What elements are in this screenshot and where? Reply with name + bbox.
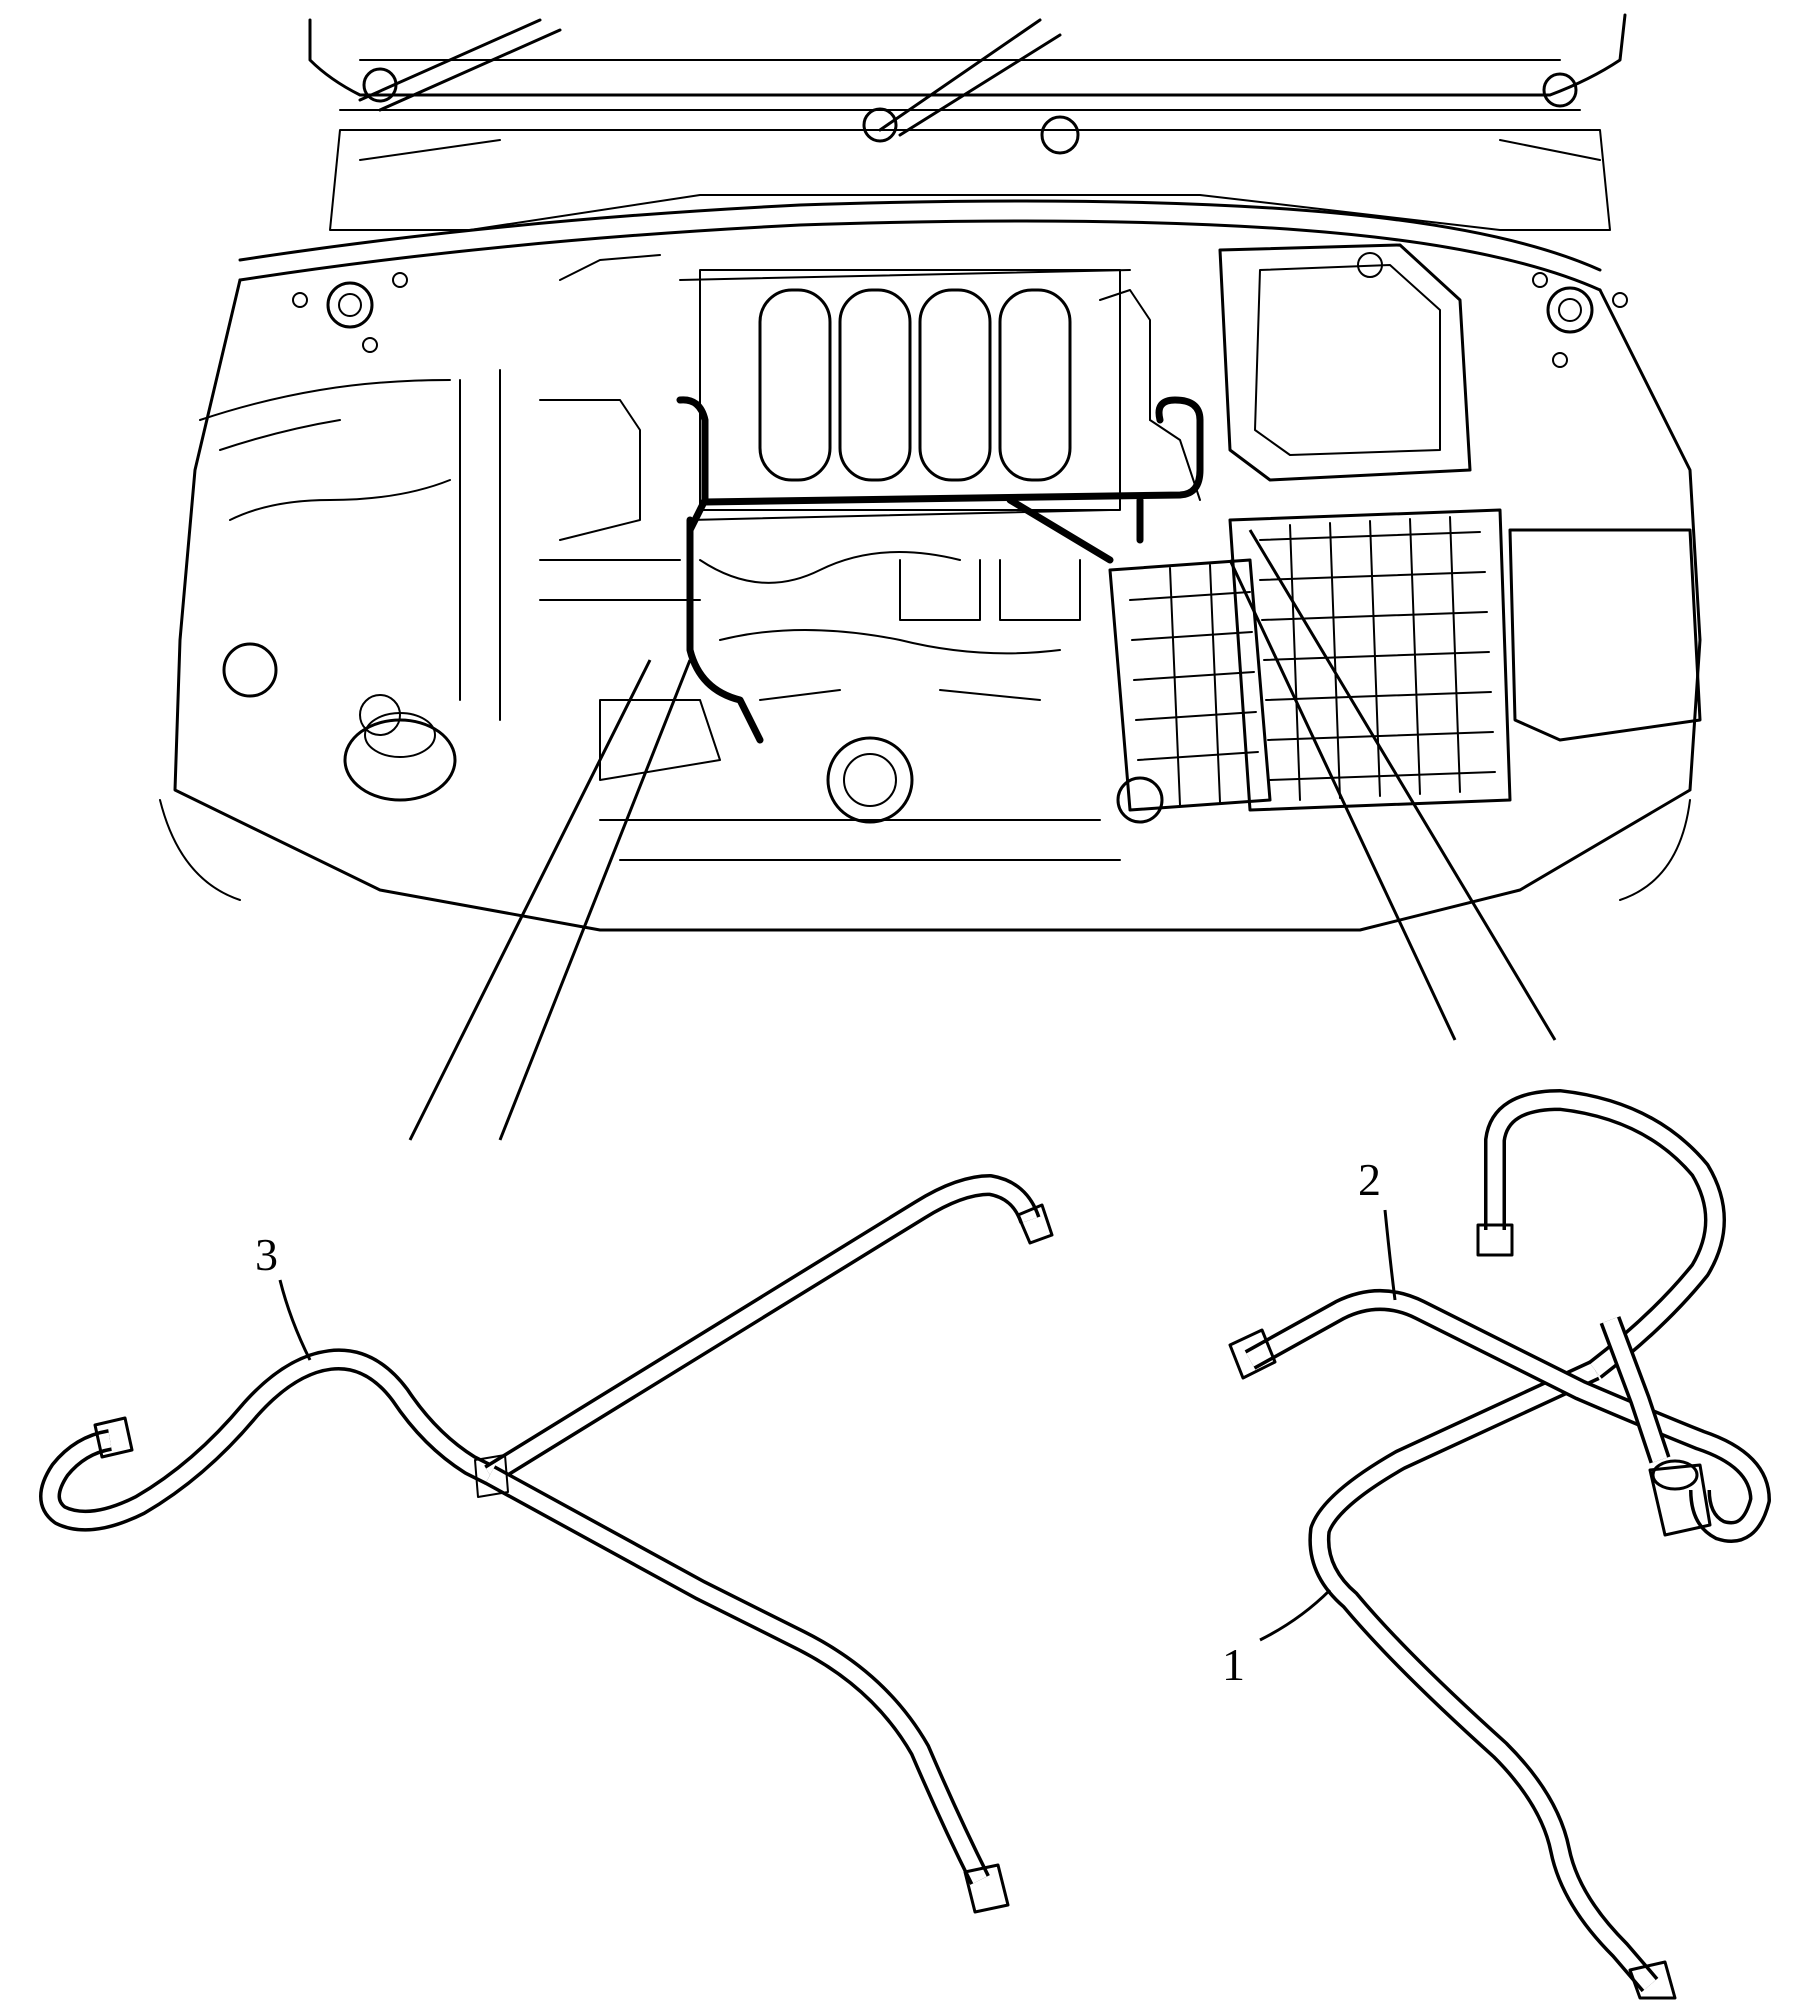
battery [1218, 243, 1472, 482]
svg-text:2: 2 [1358, 1154, 1381, 1205]
hose-part-3 [39, 1174, 1054, 1914]
intake-resonator [1108, 558, 1272, 824]
intake-manifold [679, 269, 1131, 521]
svg-text:3: 3 [255, 1229, 278, 1280]
air-filter-box [1228, 508, 1512, 812]
hose-part-1 [1308, 1089, 1726, 2000]
hose-connector [1648, 1459, 1712, 1537]
coolant-cap [826, 736, 914, 824]
highlighted-hose-route [676, 396, 1204, 744]
fuse-box [1508, 528, 1702, 742]
brake-reservoir [343, 694, 457, 802]
hose-part-2 [1228, 1289, 1771, 1543]
engine-bay-illustration [159, 13, 1702, 932]
svg-text:1: 1 [1222, 1639, 1245, 1690]
callout-2: 2 [1358, 1154, 1397, 1301]
leader-lines [408, 529, 1557, 1141]
reservoir-cap [222, 642, 278, 698]
callout-1: 1 [1222, 1588, 1332, 1690]
callout-3: 3 [255, 1229, 312, 1361]
